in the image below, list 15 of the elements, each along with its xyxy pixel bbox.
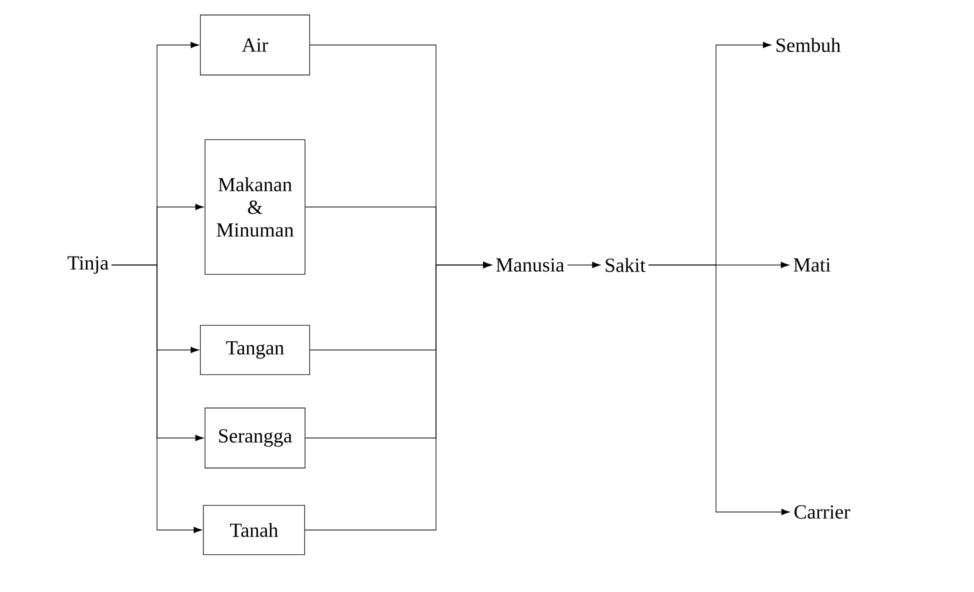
flow-text: Sembuh xyxy=(776,38,840,52)
arrow xyxy=(648,264,790,516)
process-box: Makanan & Minuman xyxy=(204,139,306,275)
arrow xyxy=(567,262,600,268)
flow-text: Manusia xyxy=(496,258,564,272)
process-box: Tanah xyxy=(203,505,305,555)
arrow xyxy=(304,262,492,530)
flow-text: Carrier xyxy=(794,505,850,519)
flow-text: Mati xyxy=(794,258,830,272)
process-box: Tangan xyxy=(200,325,310,375)
flow-text: Sakit xyxy=(606,258,646,272)
arrow xyxy=(111,264,202,534)
process-box: Serangga xyxy=(204,408,306,468)
flow-text: Tinja xyxy=(68,256,108,274)
process-box: Air xyxy=(200,14,310,76)
